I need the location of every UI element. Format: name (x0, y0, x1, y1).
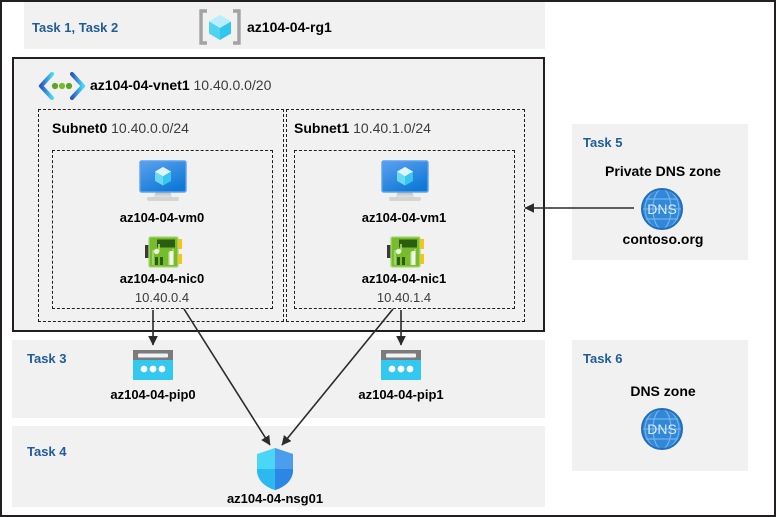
subnet0-box (38, 109, 284, 322)
private-dns-name: contoso.org (622, 231, 704, 247)
vnet-address-space: 10.40.0.0/20 (193, 77, 272, 93)
virtual-machine-icon (136, 158, 190, 205)
task-label-public-dns: Task 6 (583, 351, 623, 366)
subnet1-inner-box (294, 150, 515, 309)
nic1-name: az104-04-nic1 (361, 271, 447, 286)
subnet1-title: Subnet1 10.40.1.0/24 (294, 120, 431, 136)
virtual-network-icon (38, 71, 86, 101)
vnet-title: az104-04-vnet1 10.40.0.0/20 (90, 77, 271, 93)
vm1-name: az104-04-vm1 (361, 210, 447, 225)
nic0-name: az104-04-nic0 (119, 271, 205, 286)
subnet0-name: Subnet0 (52, 120, 108, 136)
public-ip-address-icon (131, 348, 175, 384)
network-interface-icon (387, 235, 425, 269)
nic0-ip: 10.40.0.4 (134, 290, 190, 305)
pip0-name: az104-04-pip0 (110, 387, 196, 402)
task-label-public-ip: Task 3 (27, 351, 67, 366)
private-dns-heading: Private DNS zone (605, 163, 721, 179)
task-label-resource-group: Task 1, Task 2 (32, 20, 119, 35)
vnet-name: az104-04-vnet1 (90, 77, 190, 93)
public-dns-heading: DNS zone (630, 383, 696, 399)
svg-text:DNS: DNS (647, 201, 677, 217)
pip1-name: az104-04-pip1 (358, 387, 444, 402)
subnet1-cidr: 10.40.1.0/24 (353, 120, 431, 136)
virtual-machine-icon (378, 158, 432, 205)
vnet-panel (12, 57, 545, 332)
dns-zone-icon: DNS (635, 186, 689, 232)
resource-group-panel (24, 2, 545, 49)
dns-zone-icon: DNS (635, 406, 689, 452)
nsg-name: az104-04-nsg01 (226, 491, 324, 506)
subnet0-title: Subnet0 10.40.0.0/24 (52, 120, 189, 136)
subnet0-cidr: 10.40.0.0/24 (111, 120, 189, 136)
task-label-nsg: Task 4 (27, 444, 67, 459)
vm0-name: az104-04-vm0 (119, 210, 205, 225)
public-ip-address-icon (379, 348, 423, 384)
resource-group-name: az104-04-rg1 (247, 19, 332, 35)
svg-text:DNS: DNS (647, 421, 677, 437)
subnet1-box (286, 109, 525, 322)
task-label-private-dns: Task 5 (583, 135, 623, 150)
nic1-ip: 10.40.1.4 (376, 290, 432, 305)
subnet1-name: Subnet1 (294, 120, 350, 136)
subnet0-inner-box (52, 150, 273, 309)
network-interface-icon (145, 235, 183, 269)
resource-group-icon (198, 8, 242, 46)
public-ip-panel (12, 340, 545, 418)
network-security-group-icon (254, 446, 296, 492)
